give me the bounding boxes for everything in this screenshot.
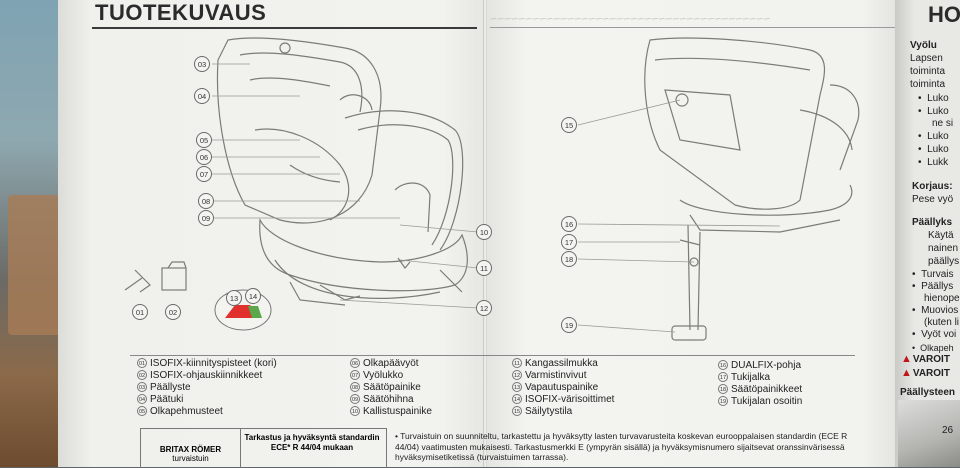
warning-icon: ▲ <box>901 367 912 379</box>
section-heading: Korjaus: <box>912 181 953 192</box>
callout-02: 02 <box>165 304 181 320</box>
legend-rule <box>130 355 855 356</box>
text-line: ne si <box>932 118 954 129</box>
text-line: toiminta <box>910 66 946 77</box>
approval-cell: Tarkastus ja hyväksyntä standardin ECE* … <box>244 433 380 452</box>
bullet-line: • Luko <box>918 93 949 104</box>
section-heading: Päällyks <box>912 217 953 228</box>
indicator-inset <box>214 289 272 331</box>
isofix-detail-drawing <box>124 261 187 293</box>
callout-07: 07 <box>196 166 212 182</box>
callout-13: 13 <box>226 290 242 306</box>
callout-09: 09 <box>198 210 214 226</box>
text-line: toiminta <box>910 79 946 90</box>
text-line: nainen <box>928 243 959 254</box>
callout-06: 06 <box>196 149 212 165</box>
bullet-line: • Vyöt voi <box>912 329 957 340</box>
text-line: hienope <box>924 293 960 304</box>
bullet-line: • Luko <box>918 144 949 155</box>
section-heading: Päällysteen <box>900 387 956 398</box>
text-line: Lapsen <box>910 53 943 64</box>
middle-page <box>485 0 895 467</box>
dualfix-base-drawing <box>644 37 860 341</box>
callout-03: 03 <box>194 56 210 72</box>
callout-17: 17 <box>561 234 577 250</box>
title-rule-middle <box>490 27 895 28</box>
instruction-photo: 26 <box>898 400 960 467</box>
text-line: (kuten li <box>924 317 960 328</box>
callout-18: 18 <box>561 251 577 267</box>
page-title: TUOTEKUVAUS <box>95 0 267 25</box>
bullet-line: • Lukk <box>918 157 949 168</box>
section-heading: Vyölu <box>910 40 937 51</box>
callout-01: 01 <box>132 304 148 320</box>
callout-15: 15 <box>561 117 577 133</box>
right-page-title: HO <box>928 2 960 27</box>
right-page <box>895 0 960 467</box>
callout-12: 12 <box>476 300 492 316</box>
bullet-line: • Muovios <box>912 305 959 316</box>
warning-icon: ▲ <box>901 353 912 365</box>
text-line: päällys <box>928 256 960 267</box>
callout-14: 14 <box>245 288 261 304</box>
callout-19: 19 <box>561 317 577 333</box>
bullet-line: • Päällys <box>912 281 954 292</box>
warning-line: ▲VAROIT <box>901 367 950 379</box>
callout-11: 11 <box>476 260 492 276</box>
approval-note: • Turvaistuin on suunniteltu, tarkastett… <box>395 431 848 462</box>
callout-leaders <box>212 63 781 333</box>
step-number: 26 <box>942 425 954 436</box>
text-line: Pese vyö <box>912 194 954 205</box>
bullet-line: • Luko <box>918 131 949 142</box>
text-line: Käytä <box>928 230 954 241</box>
callout-10: 10 <box>476 224 492 240</box>
callout-05: 05 <box>196 132 212 148</box>
title-rule <box>92 27 477 29</box>
callout-16: 16 <box>561 216 577 232</box>
bullet-line: • Turvais <box>912 269 954 280</box>
bullet-line: • Olkapeh <box>912 343 954 353</box>
bullet-line: • Luko <box>918 106 949 117</box>
callout-04: 04 <box>194 88 210 104</box>
callout-08: 08 <box>198 193 214 209</box>
warning-line: ▲VAROIT <box>901 353 950 365</box>
infant-carrier-seat-drawing <box>216 37 468 306</box>
